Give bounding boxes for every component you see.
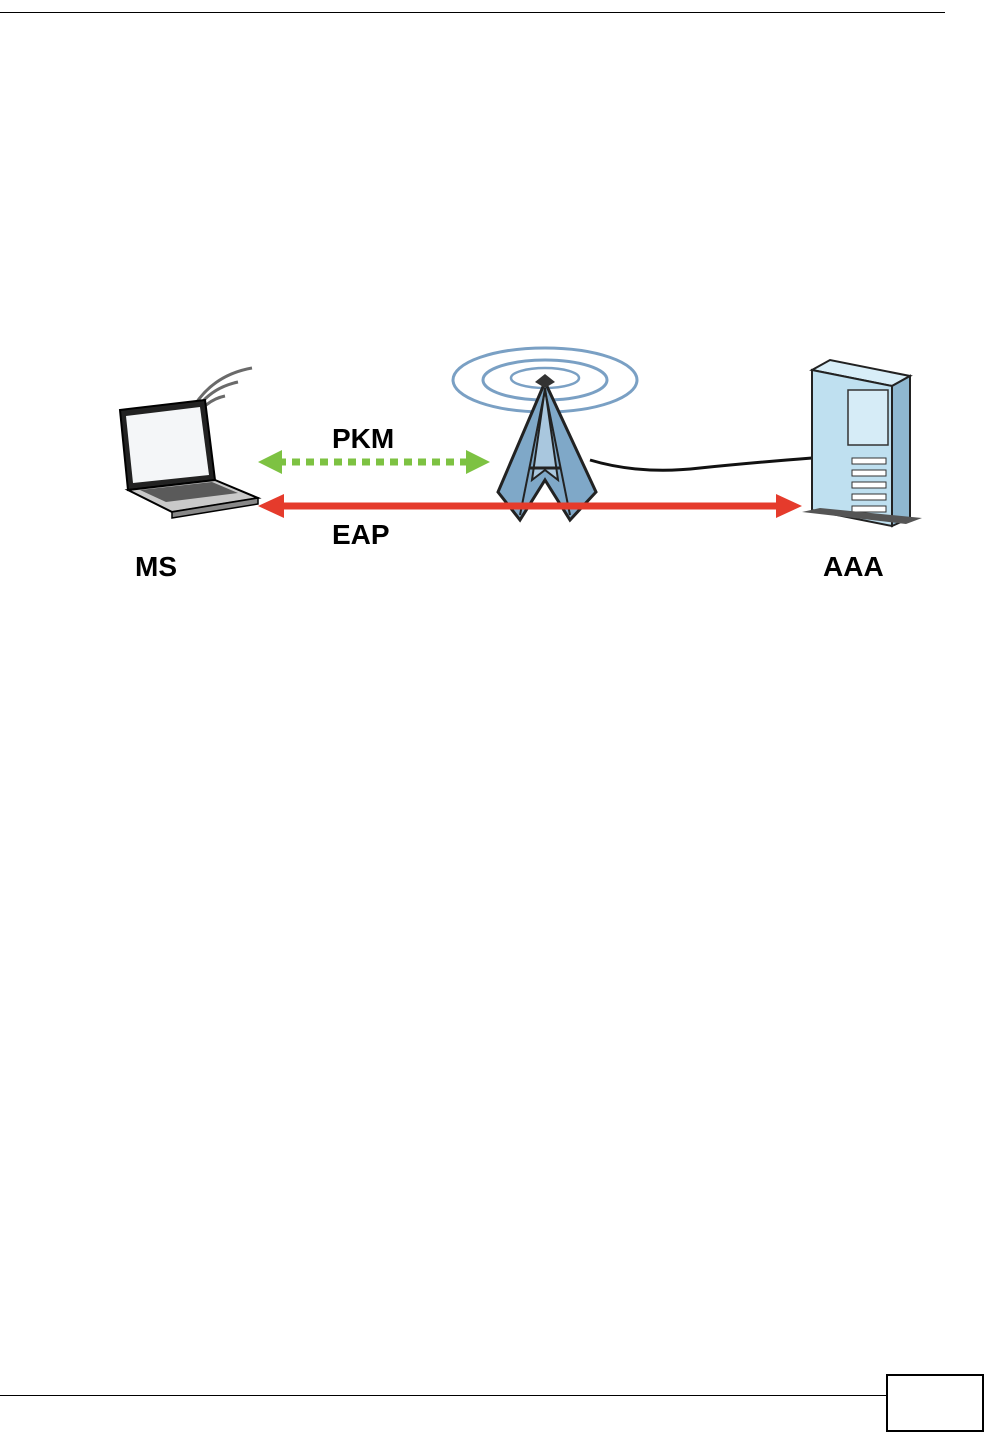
page-number-box (886, 1374, 984, 1432)
base-station-icon (453, 348, 637, 520)
ms-label: MS (135, 551, 177, 582)
aaa-label: AAA (823, 551, 884, 582)
pkm-eap-authentication-diagram: PKM EAP MS AAA (0, 330, 987, 600)
pkm-label: PKM (332, 423, 394, 454)
footer-rule (0, 1395, 886, 1396)
eap-label: EAP (332, 519, 390, 550)
header-rule (0, 12, 945, 13)
server-icon (802, 360, 922, 526)
laptop-icon (120, 368, 258, 518)
